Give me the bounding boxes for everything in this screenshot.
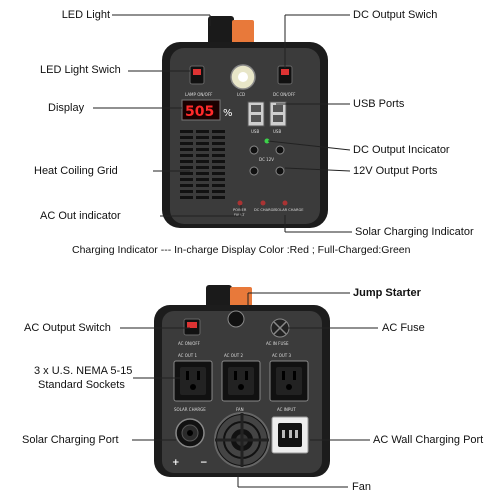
- solar-charging-indicator: [282, 200, 288, 206]
- fan-icon: [214, 412, 270, 468]
- ac-output-switch-rocker: [187, 322, 197, 328]
- orange-knob: [232, 20, 254, 48]
- callout-fan: Fan: [352, 481, 371, 493]
- lcd-label: LCD: [237, 92, 245, 97]
- callout-ac-fuse: AC Fuse: [382, 322, 425, 334]
- lamp-switch-label: LAMP ON/OFF: [185, 92, 213, 97]
- callout-dc-output-indicator: DC Output Incicator: [353, 144, 450, 156]
- minus-symbol: −: [200, 458, 208, 468]
- callout-solar-charging-port: Solar Charging Port: [22, 434, 119, 446]
- power-label: POWER: [233, 208, 247, 212]
- led-light-switch-rocker: [193, 69, 201, 75]
- display: [181, 99, 221, 121]
- callout-display: Display: [48, 102, 85, 114]
- heat-cooling-grid: [180, 130, 225, 199]
- back-panel-device: AC ON/OFF AC IN FUSE AC OUT 1 AC OUT 2 A…: [154, 285, 330, 477]
- callout-jump-starter: Jump Starter: [353, 287, 421, 299]
- display-unit: %: [223, 108, 233, 119]
- display-value: 505: [185, 104, 214, 120]
- ac-outlet-2[interactable]: [221, 360, 261, 402]
- dc-12v-port-2[interactable]: [275, 145, 285, 155]
- ac-fuse-slot: [273, 321, 287, 335]
- ac-out-1-label: AC OUT 1: [178, 353, 198, 358]
- usb-ports[interactable]: [247, 101, 287, 127]
- black-knob: [206, 285, 232, 309]
- ac-out-3-label: AC OUT 3: [272, 353, 292, 358]
- dc-output-switch-rocker: [281, 69, 289, 75]
- ac-outlet-1[interactable]: [173, 360, 213, 402]
- callout-heat-grid: Heat Coiling Grid: [34, 165, 118, 177]
- callout-sockets-line1: 3 x U.S. NEMA 5-15: [34, 365, 133, 377]
- callout-usb-ports: USB Ports: [353, 98, 405, 110]
- jump-starter-port[interactable]: [227, 310, 245, 328]
- plus-symbol: +: [172, 458, 180, 468]
- led-light-center: [238, 72, 248, 82]
- ac-outlet-3[interactable]: [269, 360, 309, 402]
- callout-solar-charging-indicator: Solar Charging Indicator: [355, 226, 474, 238]
- black-knob: [208, 16, 234, 46]
- ac-wall-charging-port[interactable]: [271, 416, 309, 454]
- front-panel-device: LAMP ON/OFF LCD DC ON/OFF 505 % USB USB …: [162, 16, 328, 228]
- callout-charging-indicator-note: Charging Indicator --- In-charge Display…: [72, 244, 411, 256]
- dc-charge-indicator: [260, 200, 266, 206]
- callout-ac-output-switch: AC Output Switch: [24, 322, 111, 334]
- fault-label: FAULT: [234, 213, 245, 217]
- dc-output-indicator: [264, 138, 270, 144]
- dc-switch-label: DC ON/OFF: [273, 92, 296, 97]
- fan-label: FAN: [236, 407, 244, 412]
- ac-out-2-label: AC OUT 2: [224, 353, 244, 358]
- callout-sockets-line2: Standard Sockets: [38, 379, 125, 391]
- dc-12v-port-1[interactable]: [249, 145, 259, 155]
- solar-charging-port[interactable]: [175, 418, 205, 448]
- callout-dc-output-switch: DC Output Swich: [353, 9, 438, 21]
- usb-label-a: USB: [251, 129, 259, 134]
- dc-12v-port-4[interactable]: [275, 166, 285, 176]
- callout-led-light-switch: LED Light Swich: [40, 64, 121, 76]
- ac-input-label: AC INPUT: [277, 407, 296, 412]
- ac-out-indicator: [237, 200, 243, 206]
- dc-charge-label: DC CHARGE: [254, 208, 276, 212]
- solar-charge-label: SOLAR CHARGE: [174, 407, 206, 412]
- callout-led-light: LED Light: [61, 9, 110, 21]
- callout-ac-out-indicator: AC Out indicator: [40, 210, 121, 222]
- ac-fuse-label: AC IN FUSE: [266, 341, 289, 346]
- ac-on-off-label: AC ON/OFF: [178, 341, 201, 346]
- usb-label-b: USB: [273, 129, 281, 134]
- callout-12v-output-ports: 12V Output Ports: [353, 165, 438, 177]
- dc-12v-port-3[interactable]: [249, 166, 259, 176]
- solar-charge-label: SOLAR CHARGE: [275, 208, 304, 212]
- callout-ac-wall-charging-port: AC Wall Charging Port: [373, 434, 484, 446]
- dc-12v-label: DC 12V: [259, 157, 274, 162]
